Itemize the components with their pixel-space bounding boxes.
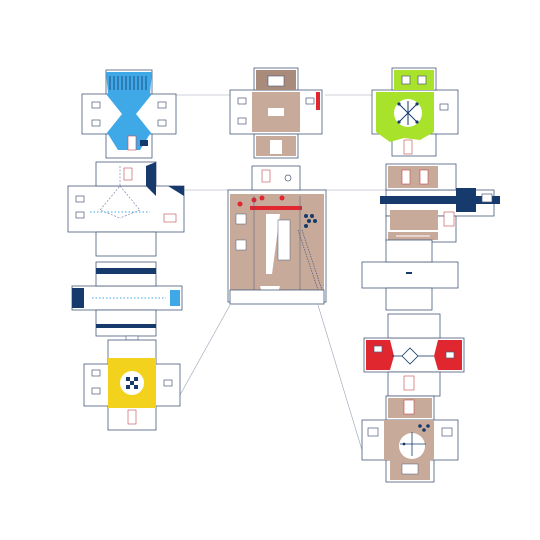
dashed-guide (119, 185, 141, 219)
window-icon (367, 427, 379, 437)
connector-lower-left (179, 304, 231, 396)
net-stair-strip (71, 261, 183, 367)
red-dot (237, 201, 243, 207)
net-body (361, 261, 459, 289)
small-mark (406, 272, 412, 274)
window-icon (163, 379, 173, 387)
navy-tab (456, 188, 476, 212)
net-red-diamond (363, 313, 465, 397)
dashed-guide (99, 166, 121, 219)
window-icon (305, 97, 315, 105)
net-body (67, 185, 185, 233)
dark-block (140, 140, 148, 146)
door-icon (403, 139, 413, 155)
diagonal-stair (297, 229, 319, 291)
net-blue-hexagon (81, 69, 177, 159)
knob-icon (284, 174, 292, 182)
net-bottom-strip (229, 289, 325, 305)
tan-panel (390, 210, 438, 230)
net-navy-strip-right (380, 163, 500, 243)
red-dot (279, 195, 285, 201)
net-bottom-flap (95, 309, 157, 337)
window-icon (157, 119, 167, 127)
window-icon (237, 97, 247, 105)
net-white-navy (67, 161, 185, 257)
navy-band (96, 268, 156, 274)
window-icon (157, 101, 167, 109)
door-icon (443, 211, 455, 227)
window-icon (401, 75, 411, 85)
window-icon (439, 103, 449, 111)
net-bottom-flap (385, 287, 433, 311)
window-icon (75, 211, 85, 219)
net-bottom-flap (95, 231, 157, 257)
white-column (277, 219, 291, 261)
window-icon (441, 427, 453, 437)
top-flap-fill (254, 168, 298, 188)
window-icon (75, 195, 85, 203)
net-central-tan (227, 165, 327, 305)
door-icon (123, 167, 133, 181)
blue-end-right (170, 290, 180, 306)
window-icon (445, 351, 455, 359)
window-icon (481, 193, 493, 203)
blue-roof-panel (106, 72, 152, 94)
connector-lower-right (317, 304, 363, 451)
window-icon (91, 119, 101, 127)
tan-panel (388, 166, 438, 188)
net-tan-top (229, 67, 323, 159)
door-icon (127, 135, 137, 151)
door-icon (403, 399, 415, 415)
net-lime-star (371, 67, 459, 157)
net-yellow-checker (83, 339, 181, 431)
window-icon (91, 101, 101, 109)
door-icon (403, 375, 415, 391)
window-icon (235, 213, 247, 225)
red-panel-left (366, 340, 394, 370)
navy-end-left (72, 288, 84, 308)
window-icon (235, 239, 247, 251)
blue-hourglass (106, 94, 152, 134)
red-marker (316, 92, 320, 110)
red-beam (250, 206, 302, 210)
navy-band (96, 324, 156, 328)
lime-top (394, 70, 434, 90)
white-ramp (266, 214, 280, 274)
door-icon (401, 169, 411, 185)
tan-opening (268, 108, 284, 116)
window-icon (267, 75, 285, 87)
net-plain-white (361, 239, 459, 311)
diagonal-stair (301, 229, 323, 291)
door-icon (163, 213, 177, 223)
net-top-flap (385, 239, 433, 263)
window-icon (373, 345, 383, 353)
net-tan-lower-right (361, 395, 459, 483)
navy-wedge (146, 162, 156, 196)
tan-door (270, 140, 282, 154)
door-icon (127, 409, 137, 425)
net-top-flap (387, 313, 441, 339)
window-icon (91, 369, 101, 377)
window-icon (401, 463, 419, 475)
window-icon (237, 117, 247, 125)
door-icon (261, 169, 271, 183)
door-icon (419, 169, 429, 185)
window-icon (417, 75, 427, 85)
navy-band (380, 196, 500, 204)
red-dot (259, 195, 265, 201)
window-icon (91, 387, 101, 395)
navy-corner (168, 186, 184, 196)
